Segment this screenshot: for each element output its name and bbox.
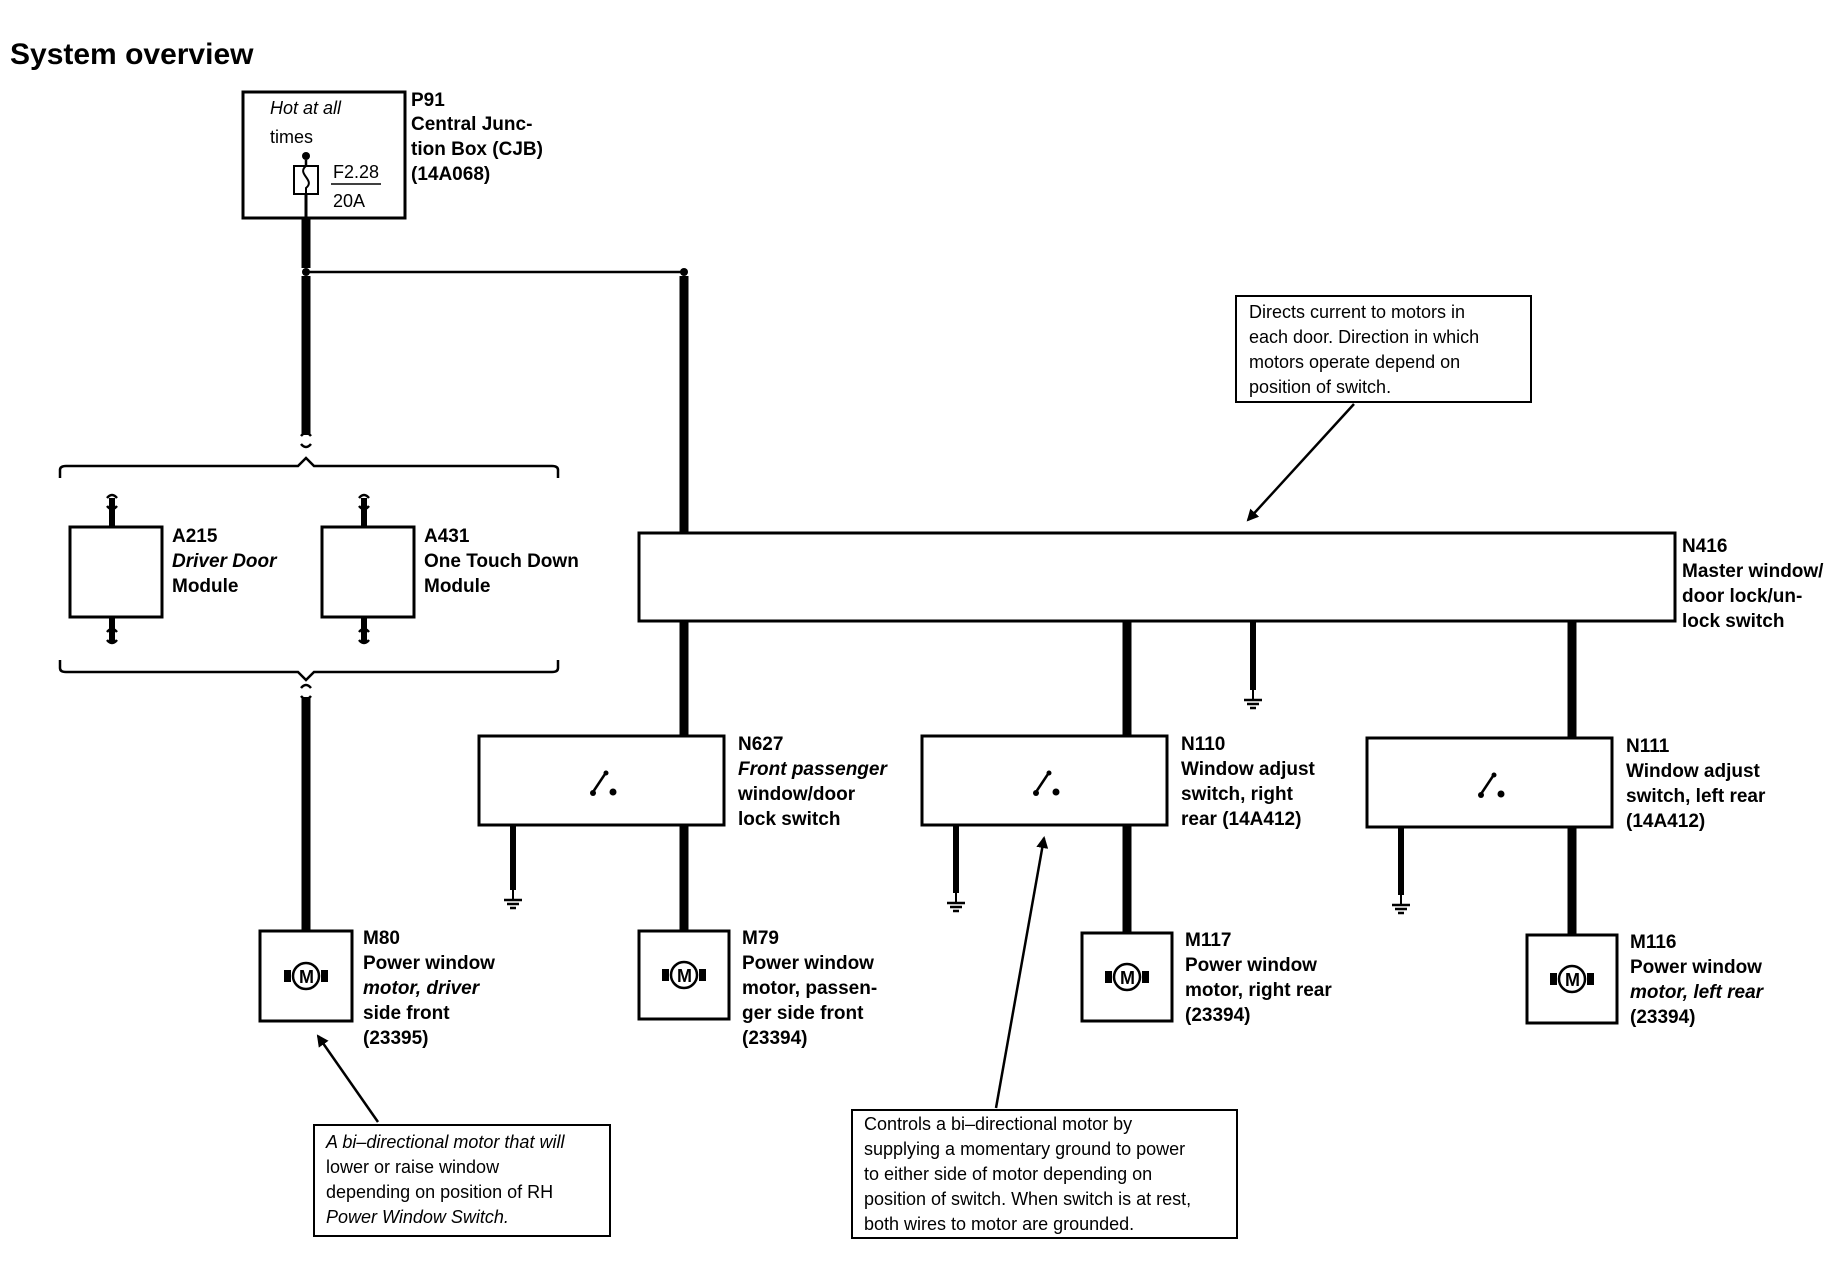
m79-name-1: Power window bbox=[742, 953, 874, 974]
a215-id: A215 bbox=[172, 526, 218, 547]
callout-master-line-4: position of switch. bbox=[1249, 377, 1391, 397]
callout-motor-line-2: lower or raise window bbox=[326, 1157, 500, 1177]
m80-name-1: Power window bbox=[363, 953, 495, 974]
fuse-rating: 20A bbox=[333, 191, 365, 211]
callout-master-line-1: Directs current to motors in bbox=[1249, 302, 1465, 322]
m117-id: M117 bbox=[1185, 930, 1231, 951]
power-feed-wires bbox=[299, 194, 689, 533]
m116-id: M116 bbox=[1630, 932, 1676, 953]
callout-switch-line-5: both wires to motor are grounded. bbox=[864, 1214, 1134, 1234]
motor-m117: M M117 Power window motor, right rear (2… bbox=[1080, 825, 1332, 1026]
m80-id: M80 bbox=[363, 928, 400, 949]
cjb-name-2: tion Box (CJB) bbox=[411, 139, 543, 160]
n627-name-1: Front passenger bbox=[738, 759, 888, 780]
callout-switch-line-1: Controls a bi–directional motor by bbox=[864, 1114, 1132, 1134]
m116-name-1: Power window bbox=[1630, 957, 1762, 978]
n416-id: N416 bbox=[1682, 536, 1727, 557]
callout-motor: A bi–directional motor that will lower o… bbox=[313, 1034, 611, 1237]
module-group: A215 Driver Door Module A431 One Touch D… bbox=[58, 456, 579, 682]
n111-id: N111 bbox=[1626, 736, 1670, 757]
n416-name-1: Master window/ bbox=[1682, 561, 1824, 582]
m117-name-1: Power window bbox=[1185, 955, 1317, 976]
n416-box bbox=[637, 531, 1677, 623]
n416-name-3: lock switch bbox=[1682, 611, 1784, 632]
m116-part-number: (23394) bbox=[1630, 1007, 1696, 1028]
master-window-switch: N416 Master window/ door lock/un- lock s… bbox=[637, 531, 1824, 710]
n627-id: N627 bbox=[738, 734, 783, 755]
callout-motor-line-3: depending on position of RH bbox=[326, 1182, 553, 1202]
page-title: System overview bbox=[10, 38, 254, 71]
motor-m116: M M116 Power window motor, left rear (23… bbox=[1525, 827, 1765, 1028]
switch-n111: N111 Window adjust switch, left rear (14… bbox=[1365, 621, 1766, 915]
m117-name-2: motor, right rear bbox=[1185, 980, 1332, 1001]
m80-name-3: side front bbox=[363, 1003, 450, 1024]
callout-motor-line-1: A bi–directional motor that will bbox=[325, 1132, 565, 1152]
a215-box bbox=[68, 525, 164, 619]
n416-name-2: door lock/un- bbox=[1682, 586, 1802, 607]
n110-name-1: Window adjust bbox=[1181, 759, 1316, 780]
callout-switch-arrow bbox=[994, 836, 1049, 1109]
n110-name-3: rear (14A412) bbox=[1181, 809, 1301, 830]
m79-part-number: (23394) bbox=[742, 1028, 808, 1049]
callout-master-line-3: motors operate depend on bbox=[1249, 352, 1460, 372]
ground-icon bbox=[1242, 688, 1264, 710]
n111-part-number: (14A412) bbox=[1626, 811, 1705, 832]
n110-name-2: switch, right bbox=[1181, 784, 1294, 805]
m80-name-2: motor, driver bbox=[363, 978, 481, 999]
a215-name-2: Module bbox=[172, 576, 239, 597]
m80-part-number: (23395) bbox=[363, 1028, 429, 1049]
cjb-box bbox=[241, 90, 407, 220]
m117-part-number: (23394) bbox=[1185, 1005, 1251, 1026]
ground-icon bbox=[945, 891, 967, 913]
motor-m79: M M79 Power window motor, passen- ger si… bbox=[637, 825, 877, 1049]
callout-motor-box bbox=[313, 1124, 611, 1237]
driver-door-module: A215 Driver Door Module bbox=[68, 493, 278, 645]
m79-id: M79 bbox=[742, 928, 779, 949]
callout-switch-line-4: position of switch. When switch is at re… bbox=[864, 1189, 1191, 1209]
callout-switch-line-2: supplying a momentary ground to power bbox=[864, 1139, 1185, 1159]
connector-break-icon bbox=[299, 683, 313, 701]
a431-name-2: Module bbox=[424, 576, 491, 597]
m116-name-2: motor, left rear bbox=[1630, 982, 1765, 1003]
callout-switch-line-3: to either side of motor depending on bbox=[864, 1164, 1152, 1184]
switch-n110: N110 Window adjust switch, right rear (1… bbox=[920, 621, 1316, 913]
a431-id: A431 bbox=[424, 526, 470, 547]
callout-motor-arrow bbox=[316, 1034, 380, 1123]
hot-at-all-times-label: Hot at all bbox=[270, 98, 342, 118]
callout-master-arrow bbox=[1246, 403, 1355, 522]
motor-letter: M bbox=[1120, 968, 1135, 988]
cjb-name-1: Central Junc- bbox=[411, 114, 532, 135]
m79-name-3: ger side front bbox=[742, 1003, 864, 1024]
n111-name-1: Window adjust bbox=[1626, 761, 1761, 782]
a431-box bbox=[320, 525, 416, 619]
cjb-part-number: (14A068) bbox=[411, 164, 490, 185]
cjb-id: P91 bbox=[411, 90, 445, 111]
callout-motor-line-4: Power Window Switch. bbox=[326, 1207, 509, 1227]
a215-name-1: Driver Door bbox=[172, 551, 278, 572]
callout-master-box bbox=[1235, 295, 1532, 403]
ground-icon bbox=[1390, 893, 1412, 915]
motor-letter: M bbox=[677, 966, 692, 986]
motor-letter: M bbox=[1565, 970, 1580, 990]
m79-name-2: motor, passen- bbox=[742, 978, 877, 999]
n627-name-2: window/door bbox=[737, 784, 856, 805]
n110-id: N110 bbox=[1181, 734, 1225, 755]
fuse-id: F2.28 bbox=[333, 162, 379, 182]
one-touch-down-module: A431 One Touch Down Module bbox=[320, 493, 579, 645]
hot-at-all-times-label-2: times bbox=[270, 127, 313, 147]
callout-master-switch: Directs current to motors in each door. … bbox=[1235, 295, 1532, 522]
connector-break-icon bbox=[299, 431, 313, 449]
motor-letter: M bbox=[299, 967, 314, 987]
motor-m80: M M80 Power window motor, driver side fr… bbox=[258, 683, 495, 1049]
callout-switch-box bbox=[851, 1109, 1238, 1239]
ground-icon bbox=[502, 888, 524, 910]
n627-name-3: lock switch bbox=[738, 809, 840, 830]
switch-n627: N627 Front passenger window/door lock sw… bbox=[477, 621, 888, 910]
n111-name-2: switch, left rear bbox=[1626, 786, 1766, 807]
callout-master-line-2: each door. Direction in which bbox=[1249, 327, 1479, 347]
central-junction-box: Hot at all times F2.28 20A P91 Central J… bbox=[241, 90, 543, 220]
callout-switch: Controls a bi–directional motor by suppl… bbox=[851, 836, 1238, 1239]
a431-name-1: One Touch Down bbox=[424, 551, 579, 572]
